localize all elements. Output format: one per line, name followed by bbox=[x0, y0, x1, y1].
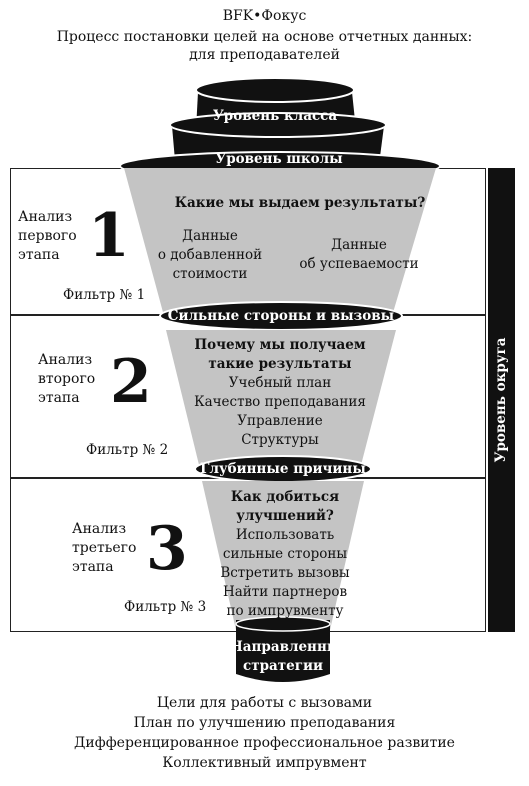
stage1-number: 1 bbox=[88, 201, 130, 271]
stage1-question: Какие мы выдаем результаты? bbox=[174, 195, 426, 211]
footer-line-1: Цели для работы с вызовами bbox=[156, 695, 373, 711]
page-title-line2: для преподавателей bbox=[189, 47, 340, 63]
stage2-items: Учебный план Качество преподавания Управ… bbox=[194, 375, 366, 448]
page-title-line1: Процесс постановки целей на основе отчет… bbox=[56, 29, 473, 45]
band2-label: Глубинные причины bbox=[200, 461, 366, 477]
footer-line-3: Дифференцированное профессиональное разв… bbox=[74, 735, 455, 751]
class-level-label: Уровень класса bbox=[212, 108, 338, 124]
funnel-stage1 bbox=[124, 168, 436, 316]
stage1-label: Анализ первого этапа bbox=[18, 209, 77, 263]
stage3-number: 3 bbox=[146, 514, 188, 584]
school-level-label: Уровень школы bbox=[215, 151, 343, 167]
district-level-bar bbox=[488, 168, 515, 632]
footer-line-4: Коллективный импрувмент bbox=[162, 755, 367, 771]
filter2-label: Фильтр № 2 bbox=[86, 442, 169, 458]
performance-data: Данные об успеваемости bbox=[299, 237, 419, 272]
strategies-label: Направленные стратегии bbox=[230, 639, 349, 674]
class-level-rim bbox=[195, 77, 355, 103]
band1-label: Сильные стороны и вызовы bbox=[167, 308, 395, 324]
value-added-data: Данные о добавленной стоимости bbox=[157, 228, 263, 282]
footer-line-2: План по улучшению преподавания bbox=[133, 715, 396, 731]
stage3-question: Как добиться улучшений? bbox=[230, 489, 340, 524]
strategies-cylinder bbox=[236, 620, 330, 682]
brand-label: BFK•Фокус bbox=[222, 8, 307, 24]
filter1-label: Фильтр № 1 bbox=[63, 287, 146, 303]
stage3-label: Анализ третьего этапа bbox=[72, 521, 137, 575]
district-level-label: Уровень округа bbox=[493, 337, 509, 463]
school-level-rim bbox=[169, 112, 387, 138]
stage2-question: Почему мы получаем такие результаты bbox=[194, 337, 366, 372]
stage3-items: Использовать сильные стороны Встретить в… bbox=[220, 527, 350, 619]
stage2-number: 2 bbox=[110, 347, 152, 417]
funnel-stage3 bbox=[202, 481, 364, 630]
funnel-stage2 bbox=[166, 330, 396, 469]
stage2-label: Анализ второго этапа bbox=[38, 352, 96, 406]
filter3-label: Фильтр № 3 bbox=[124, 599, 207, 615]
strategies-top bbox=[235, 616, 331, 632]
